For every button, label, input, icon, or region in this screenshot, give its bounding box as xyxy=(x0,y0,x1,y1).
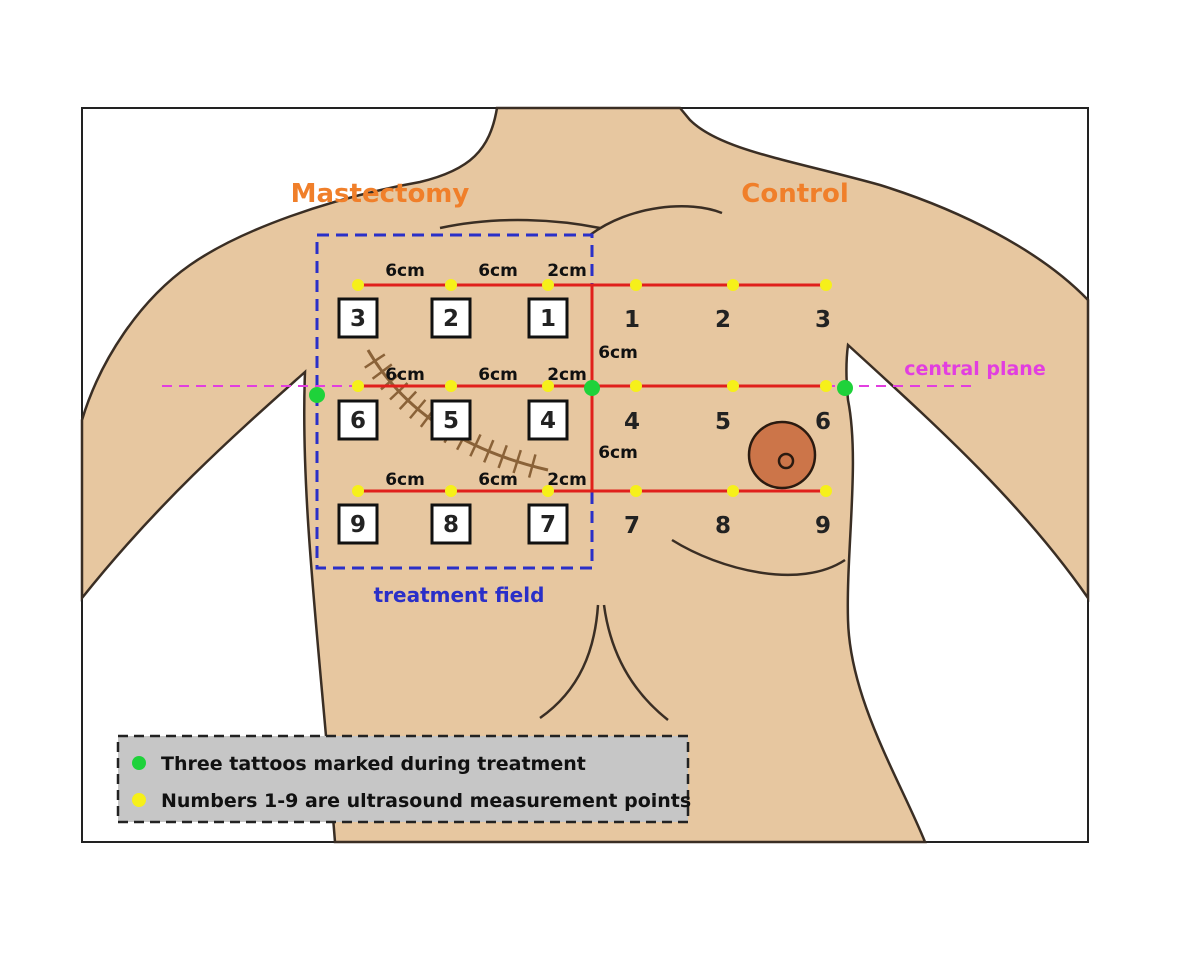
measurement-point-r2-c6 xyxy=(820,380,832,392)
measurement-point-r3-c2 xyxy=(445,485,457,497)
distance-label-row1-c: 2cm xyxy=(547,261,587,281)
measurement-point-r1-c3 xyxy=(542,279,554,291)
mastectomy-point-box: 3 xyxy=(337,297,379,339)
clavicle-right xyxy=(589,205,723,237)
scar-stitch xyxy=(512,449,522,474)
mastectomy-point-frame xyxy=(527,503,569,545)
scar-stitch xyxy=(364,353,386,369)
control-point-number: 8 xyxy=(715,513,731,539)
mastectomy-point-numbers: 3 2 1 6 5 4 9 8 7 xyxy=(337,297,569,545)
mastectomy-point-number: 1 xyxy=(540,306,556,332)
legend-box xyxy=(116,734,690,824)
mastectomy-point-number: 5 xyxy=(443,408,459,434)
mastectomy-point-box: 4 xyxy=(527,399,569,441)
control-point-number: 2 xyxy=(715,307,731,333)
mastectomy-point-box: 9 xyxy=(337,503,379,545)
measurement-point-r3-c3 xyxy=(542,485,554,497)
measurement-point-r3-c4 xyxy=(630,485,642,497)
measurement-point-r2-c4 xyxy=(630,380,642,392)
measurement-point-r2-c5 xyxy=(727,380,739,392)
measurement-point-r1-c4 xyxy=(630,279,642,291)
control-label: Control xyxy=(741,179,848,209)
legend-point-label: Numbers 1-9 are ultrasound measurement p… xyxy=(161,790,691,812)
mastectomy-point-frame xyxy=(430,297,472,339)
control-point-number: 5 xyxy=(715,409,731,435)
mastectomy-point-frame xyxy=(337,297,379,339)
torso-silhouette xyxy=(80,106,1090,844)
mastectomy-point-frame xyxy=(527,399,569,441)
control-point-number: 7 xyxy=(624,513,640,539)
measurement-point-r1-c2 xyxy=(445,279,457,291)
control-point-number: 1 xyxy=(624,307,640,333)
mastectomy-point-number: 4 xyxy=(540,408,556,434)
distance-label-row3-a: 6cm xyxy=(385,470,425,490)
control-point-number: 9 xyxy=(815,513,831,539)
nipple-center xyxy=(777,452,795,470)
mastectomy-point-number: 2 xyxy=(443,306,459,332)
legend: Three tattoos marked during treatment Nu… xyxy=(116,734,691,824)
mastectomy-point-number: 8 xyxy=(443,512,459,538)
distance-label-row3-c: 2cm xyxy=(547,470,587,490)
distance-label-row1-b: 6cm xyxy=(478,261,518,281)
control-point-number: 3 xyxy=(815,307,831,333)
measurement-point-r3-c6 xyxy=(820,485,832,497)
mastectomy-point-frame xyxy=(430,503,472,545)
tattoo-left xyxy=(309,387,325,403)
tattoo-right xyxy=(837,380,853,396)
scar-stitch xyxy=(409,399,427,420)
mastectomy-point-frame xyxy=(337,399,379,441)
control-point-number: 4 xyxy=(624,409,640,435)
distance-label-row2-c: 2cm xyxy=(547,365,587,385)
scar-stitch xyxy=(469,433,482,457)
mastectomy-point-frame xyxy=(430,399,472,441)
mastectomy-point-box: 6 xyxy=(337,399,379,441)
breast-contour xyxy=(671,538,846,577)
distance-label-row2-b: 6cm xyxy=(478,365,518,385)
abdomen-line-left xyxy=(539,604,600,720)
scar-stitch xyxy=(483,439,495,463)
mastectomy-point-box: 8 xyxy=(430,503,472,545)
measurement-point-r2-c1 xyxy=(352,380,364,392)
mastectomy-point-frame xyxy=(527,297,569,339)
measurement-point-r3-c1 xyxy=(352,485,364,497)
measurement-point-r3-c5 xyxy=(727,485,739,497)
measurement-point-r1-c6 xyxy=(820,279,832,291)
control-point-number: 6 xyxy=(815,409,831,435)
distance-label-vertical-lower: 6cm xyxy=(598,443,638,463)
distance-label-row2-a: 6cm xyxy=(385,365,425,385)
treatment-field-label: treatment field xyxy=(374,583,545,607)
scar-stitch xyxy=(371,363,393,380)
mastectomy-point-frame xyxy=(337,503,379,545)
measurement-point-r1-c5 xyxy=(727,279,739,291)
mastectomy-point-box: 5 xyxy=(430,399,472,441)
central-plane-label: central plane xyxy=(904,358,1045,380)
legend-point-swatch xyxy=(132,793,146,807)
control-point-numbers: 1 2 3 4 5 6 7 8 9 xyxy=(624,307,831,539)
legend-tattoo-label: Three tattoos marked during treatment xyxy=(161,753,586,775)
abdomen-line-right xyxy=(602,604,669,721)
scar-stitch xyxy=(497,444,508,469)
mastectomy-point-box: 7 xyxy=(527,503,569,545)
mastectomy-point-number: 3 xyxy=(350,306,366,332)
mastectomy-point-number: 9 xyxy=(350,512,366,538)
scar-stitch xyxy=(527,454,537,478)
mastectomy-point-box: 1 xyxy=(527,297,569,339)
mastectomy-point-number: 6 xyxy=(350,408,366,434)
scar-stitch xyxy=(398,390,418,410)
measurement-point-r2-c2 xyxy=(445,380,457,392)
mastectomy-point-number: 7 xyxy=(540,512,556,538)
distance-label-row3-b: 6cm xyxy=(478,470,518,490)
mastectomy-label: Mastectomy xyxy=(291,179,470,209)
mastectomy-point-box: 2 xyxy=(430,297,472,339)
measurement-point-r2-c3 xyxy=(542,380,554,392)
measurement-points xyxy=(352,279,832,497)
distance-label-vertical-upper: 6cm xyxy=(598,343,638,363)
clavicle-left xyxy=(439,218,601,230)
legend-tattoo-swatch xyxy=(132,756,146,770)
measurement-point-r1-c1 xyxy=(352,279,364,291)
distance-label-row1-a: 6cm xyxy=(385,261,425,281)
tattoo-center xyxy=(584,380,600,396)
